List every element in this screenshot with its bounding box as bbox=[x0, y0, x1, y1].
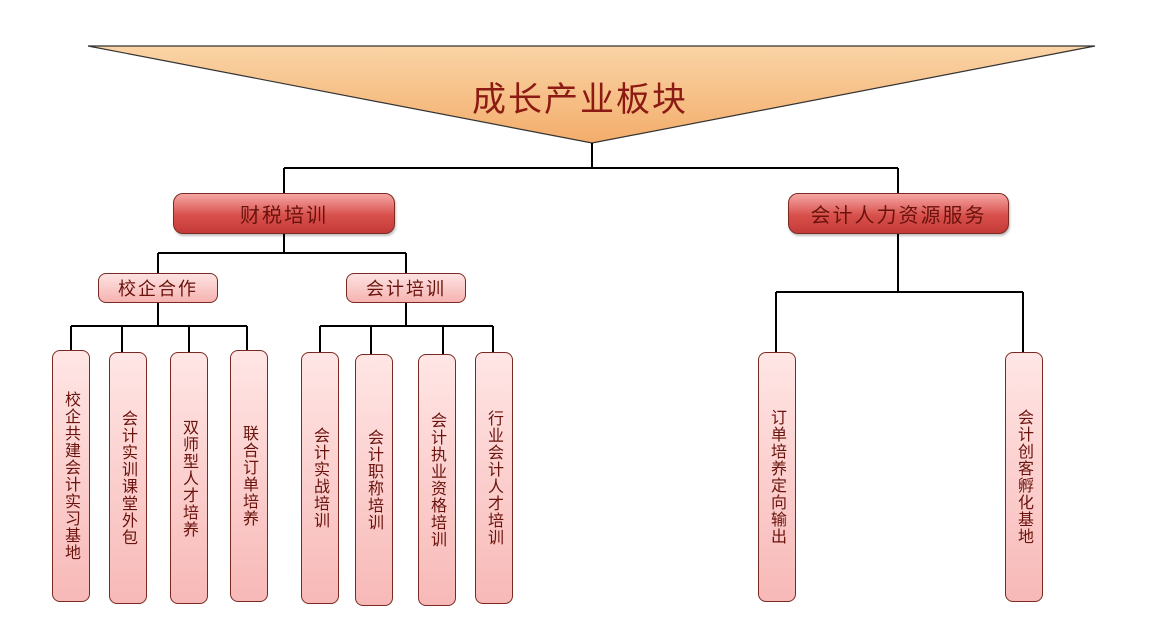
node-accounting-training[interactable]: 会计培训 bbox=[346, 273, 466, 303]
leaf-node[interactable]: 校企共建会计实习基地 bbox=[52, 350, 90, 602]
leaf-node[interactable]: 双师型人才培养 bbox=[170, 352, 208, 604]
root-triangle bbox=[87, 45, 1096, 144]
node-accounting-hr-service[interactable]: 会计人力资源服务 bbox=[788, 193, 1009, 234]
node-tax-training[interactable]: 财税培训 bbox=[173, 193, 395, 234]
connector-lines bbox=[70, 143, 1024, 354]
leaf-node[interactable]: 会计执业资格培训 bbox=[418, 354, 456, 606]
leaf-node[interactable]: 联合订单培养 bbox=[230, 350, 268, 602]
leaf-node[interactable]: 行业会计人才培训 bbox=[475, 352, 513, 604]
node-school-enterprise-cooperation[interactable]: 校企合作 bbox=[98, 273, 218, 303]
leaf-node[interactable]: 会计实战培训 bbox=[301, 352, 339, 604]
leaf-node[interactable]: 订单培养定向输出 bbox=[758, 352, 796, 602]
root-title: 成长产业板块 bbox=[472, 80, 688, 120]
leaf-node[interactable]: 会计实训课堂外包 bbox=[109, 352, 147, 604]
leaf-node[interactable]: 会计创客孵化基地 bbox=[1005, 352, 1043, 602]
leaf-node[interactable]: 会计职称培训 bbox=[355, 354, 393, 606]
